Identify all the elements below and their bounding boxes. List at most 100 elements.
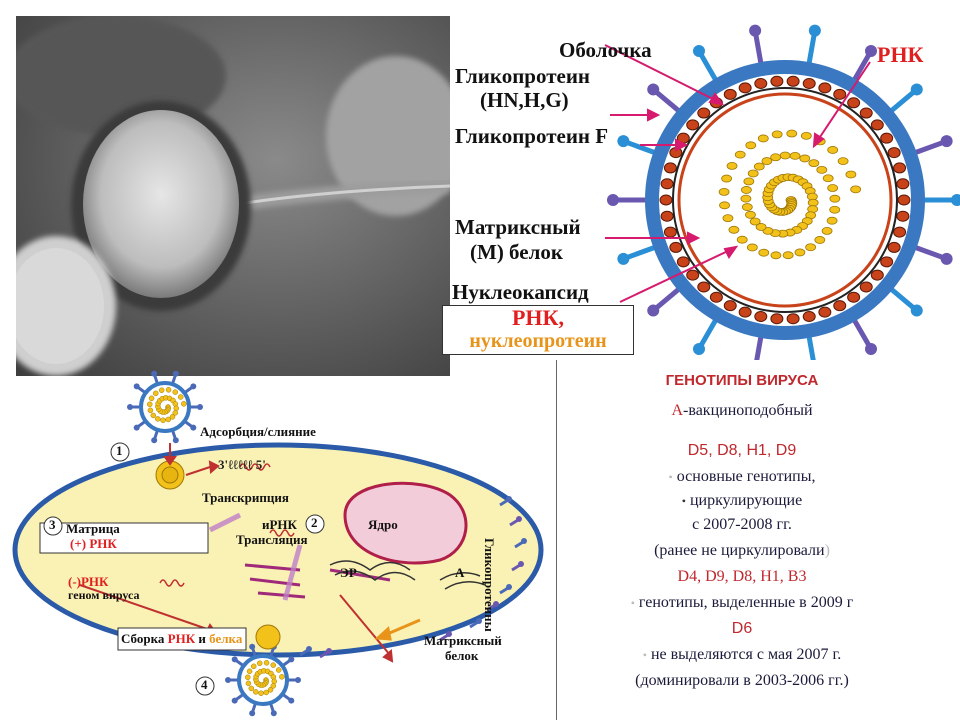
nucleocapsid-spiral [718,129,862,260]
group2-line1: • генотипы, выделенные в 2009 г [557,594,927,612]
matrix-bead [754,311,768,323]
membrane-protein-head [446,631,452,637]
matrix-bead [697,281,711,293]
glycoprotein-spike [911,138,948,156]
matrix-bead [893,226,907,238]
spike-head [249,710,256,717]
group3-line2: (доминировали в 2003-2006 гг.) [635,672,849,689]
label-transcription: Транскрипция [202,490,289,505]
matrix-bead [754,77,768,89]
box-rna-label: РНК, [511,305,564,330]
nucleoprotein-bead [826,216,838,225]
glycoprotein-spike [622,138,659,156]
matrix-bead [660,210,674,222]
genotype-a-rest: -вакциноподобный [683,402,813,419]
membrane-protein-head [476,618,482,624]
matrix-bead [870,269,884,281]
nucleoprotein-bead [799,154,811,163]
matrix-bead [697,107,711,119]
matrix-bead [818,306,832,318]
group1-text4: (ранее не циркулировали [654,542,825,559]
matrix-bead [770,313,784,325]
bullet: • [681,494,686,508]
group3-line1: • не выделяются с мая 2007 г. [557,646,927,664]
replication-cycle-diagram [12,370,544,717]
nucleoprotein-bead [850,185,862,194]
matrix-bead [847,97,861,109]
nucleoprotein-bead [258,690,264,697]
virus-envelope [139,381,191,433]
matrix-bead [660,178,674,190]
nucleoprotein-bead [829,205,841,214]
matrix-bead [818,82,832,94]
label-glycoprotein-hn-types: (HN,H,G) [480,88,569,112]
membrane-protein-head [516,516,522,522]
nucleoprotein-bead [270,683,277,689]
spike-head [865,45,877,58]
nucleus [343,481,468,565]
matrix-bead [663,162,677,174]
spike-head [190,383,197,390]
label-envelope: Оболочка [559,38,652,62]
nucleoprotein-bead [807,205,819,213]
spike-head [225,677,231,683]
label-matrix-protein-cycle-2: белок [445,648,479,663]
group2-text1: генотипы, выделенные в 2009 г [638,594,854,611]
spike-head [190,424,197,431]
group1-text1: основные генотипы, [676,468,816,485]
nucleoprotein-bead [267,687,274,693]
matrix-bead [723,300,737,312]
nucleoprotein-bead [152,390,159,397]
nucleoprotein-bead [770,153,782,162]
nucleoprotein-bead [808,159,820,168]
spike-head [295,677,301,683]
step-2-circle [305,514,325,534]
matrix-bead [887,241,901,253]
spike-head [617,135,630,148]
matrix-bead [786,75,800,87]
bullet: • [630,596,635,610]
nucleoprotein-bead [761,157,773,165]
spike-head [910,304,923,317]
glycoprotein-spike [911,244,948,262]
label-matrix-protein-cycle: Матриксный [424,633,502,648]
membrane-protein-head [306,646,312,652]
label-matrix-protein-m: (М) белок [470,240,563,264]
label-assembly: Сборка РНК и белка [121,631,242,647]
genotypes-panel: ГЕНОТИПЫ ВИРУСА А-вакциноподобный D5, D8… [556,360,960,720]
virus-envelope [237,654,289,706]
label-glycoproteins-vertical: Гликопротеины [482,538,497,632]
nucleoprotein-bead [250,663,257,670]
genotypes-title: ГЕНОТИПЫ ВИРУСА [665,372,819,389]
matrix-bead [802,311,816,323]
nucleoprotein-bead [734,150,746,159]
label-template: Матрица [66,521,120,536]
matrix-bead [880,256,894,268]
nucleoprotein-bead [722,214,734,223]
electron-micrograph [16,16,450,376]
label-golgi: А [455,565,465,580]
spike-head [865,342,877,355]
group1-text2: циркулирующие [689,492,803,509]
nucleoprotein-bead [745,141,757,150]
glycoprotein-spike [622,244,659,262]
nucleoprotein-bead [721,174,733,183]
step-2-number: 2 [311,515,318,530]
nucleoprotein-bead [270,662,277,668]
nucleoprotein-bead [253,689,259,695]
label-mrna: иРНК [262,517,297,532]
assembly-rna: РНК [167,631,196,646]
nucleoprotein-bead [745,210,756,219]
membrane-protein-head [518,561,524,567]
nucleoprotein-bead [256,660,263,667]
spike-head [151,437,158,444]
nucleoprotein-bead [837,157,849,166]
nucleoprotein-bead [822,174,834,183]
matrix-bead [847,291,861,303]
matrix-bead [676,256,690,268]
spike-head [172,437,179,444]
assembly-and: и [195,631,210,646]
nucleoprotein-bead [160,417,166,424]
label-negative-rna: (-)РНК [68,574,109,589]
spike-head [951,194,960,206]
